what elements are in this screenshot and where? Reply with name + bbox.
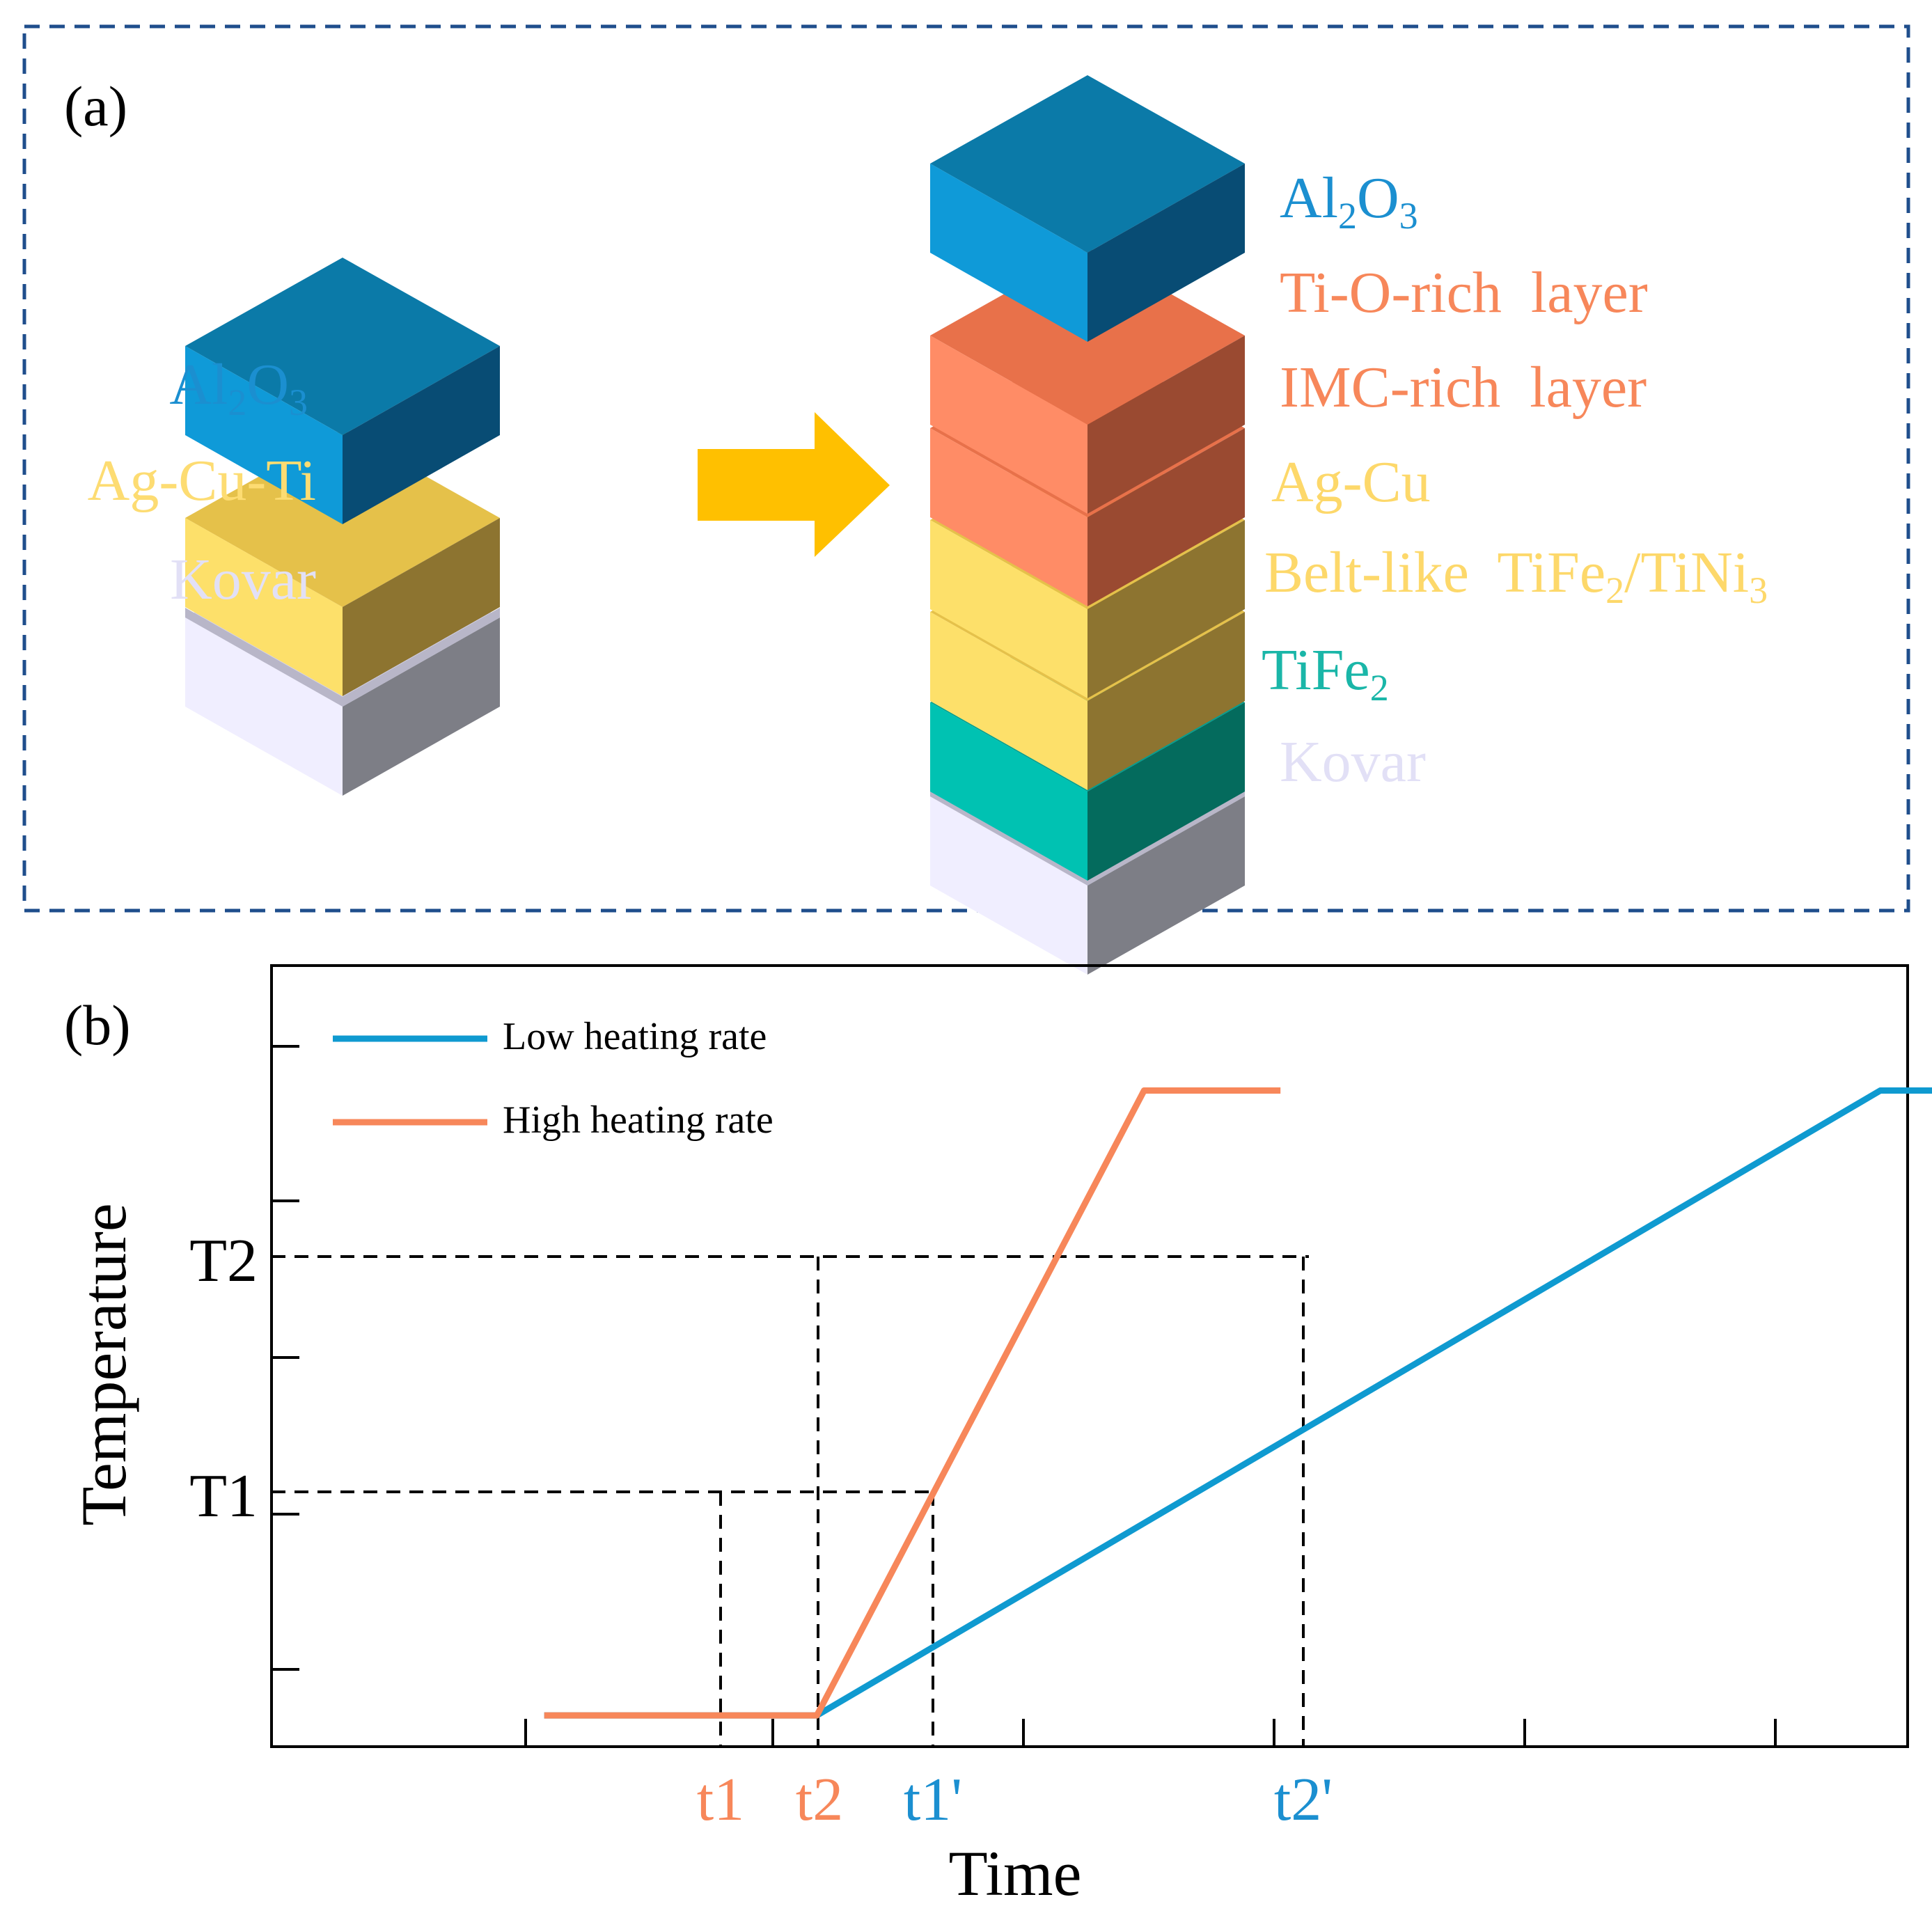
label-al2o3-after: Al2O3 <box>1280 166 1418 237</box>
x-mark-t1: t1 <box>697 1766 744 1834</box>
label-kovar-before: Kovar <box>170 547 316 612</box>
x-axis-title: Time <box>949 1838 1082 1909</box>
panel-a-frame <box>22 24 1910 913</box>
label-agcu-after: Ag-Cu <box>1271 450 1431 514</box>
label-al2o3-before: Al2O3 <box>169 352 308 423</box>
label-tife2-after: TiFe2 <box>1262 638 1389 709</box>
block-al2o3-after <box>930 75 1245 342</box>
y-mark-T1: T1 <box>189 1463 258 1530</box>
block-al2o3-before <box>185 258 500 524</box>
panel-a-label: (a) <box>64 74 127 138</box>
label-belt-after: Belt-like TiFe2/TiNi3 <box>1264 540 1768 611</box>
legend: Low heating rate High heating rate <box>333 1015 773 1142</box>
legend-label-low: Low heating rate <box>503 1015 767 1058</box>
x-mark-t2-prime: t2' <box>1274 1766 1333 1834</box>
y-axis-title: Temperature <box>68 1203 139 1526</box>
series-line-high <box>544 1087 1281 1719</box>
stack-after <box>930 75 1245 975</box>
label-agcuti-before: Ag-Cu-Ti <box>88 448 316 513</box>
dashed-guides <box>272 1255 1309 1747</box>
stack-before <box>185 258 500 796</box>
label-imc-after: IMC-rich layer <box>1280 355 1647 420</box>
legend-label-high: High heating rate <box>503 1099 773 1142</box>
series-line-low <box>544 1087 1932 1719</box>
label-tio-after: Ti-O-rich layer <box>1280 260 1648 325</box>
x-mark-t2: t2 <box>796 1766 843 1834</box>
x-mark-t1-prime: t1' <box>904 1766 962 1834</box>
chart-frame <box>270 964 1909 1748</box>
panel-b-label: (b) <box>64 993 131 1057</box>
y-mark-T2: T2 <box>189 1227 258 1295</box>
chart-area: Low heating rate High heating rate T2 T1… <box>68 964 1932 1909</box>
label-kovar-after: Kovar <box>1280 730 1426 794</box>
transform-arrow <box>698 412 890 557</box>
